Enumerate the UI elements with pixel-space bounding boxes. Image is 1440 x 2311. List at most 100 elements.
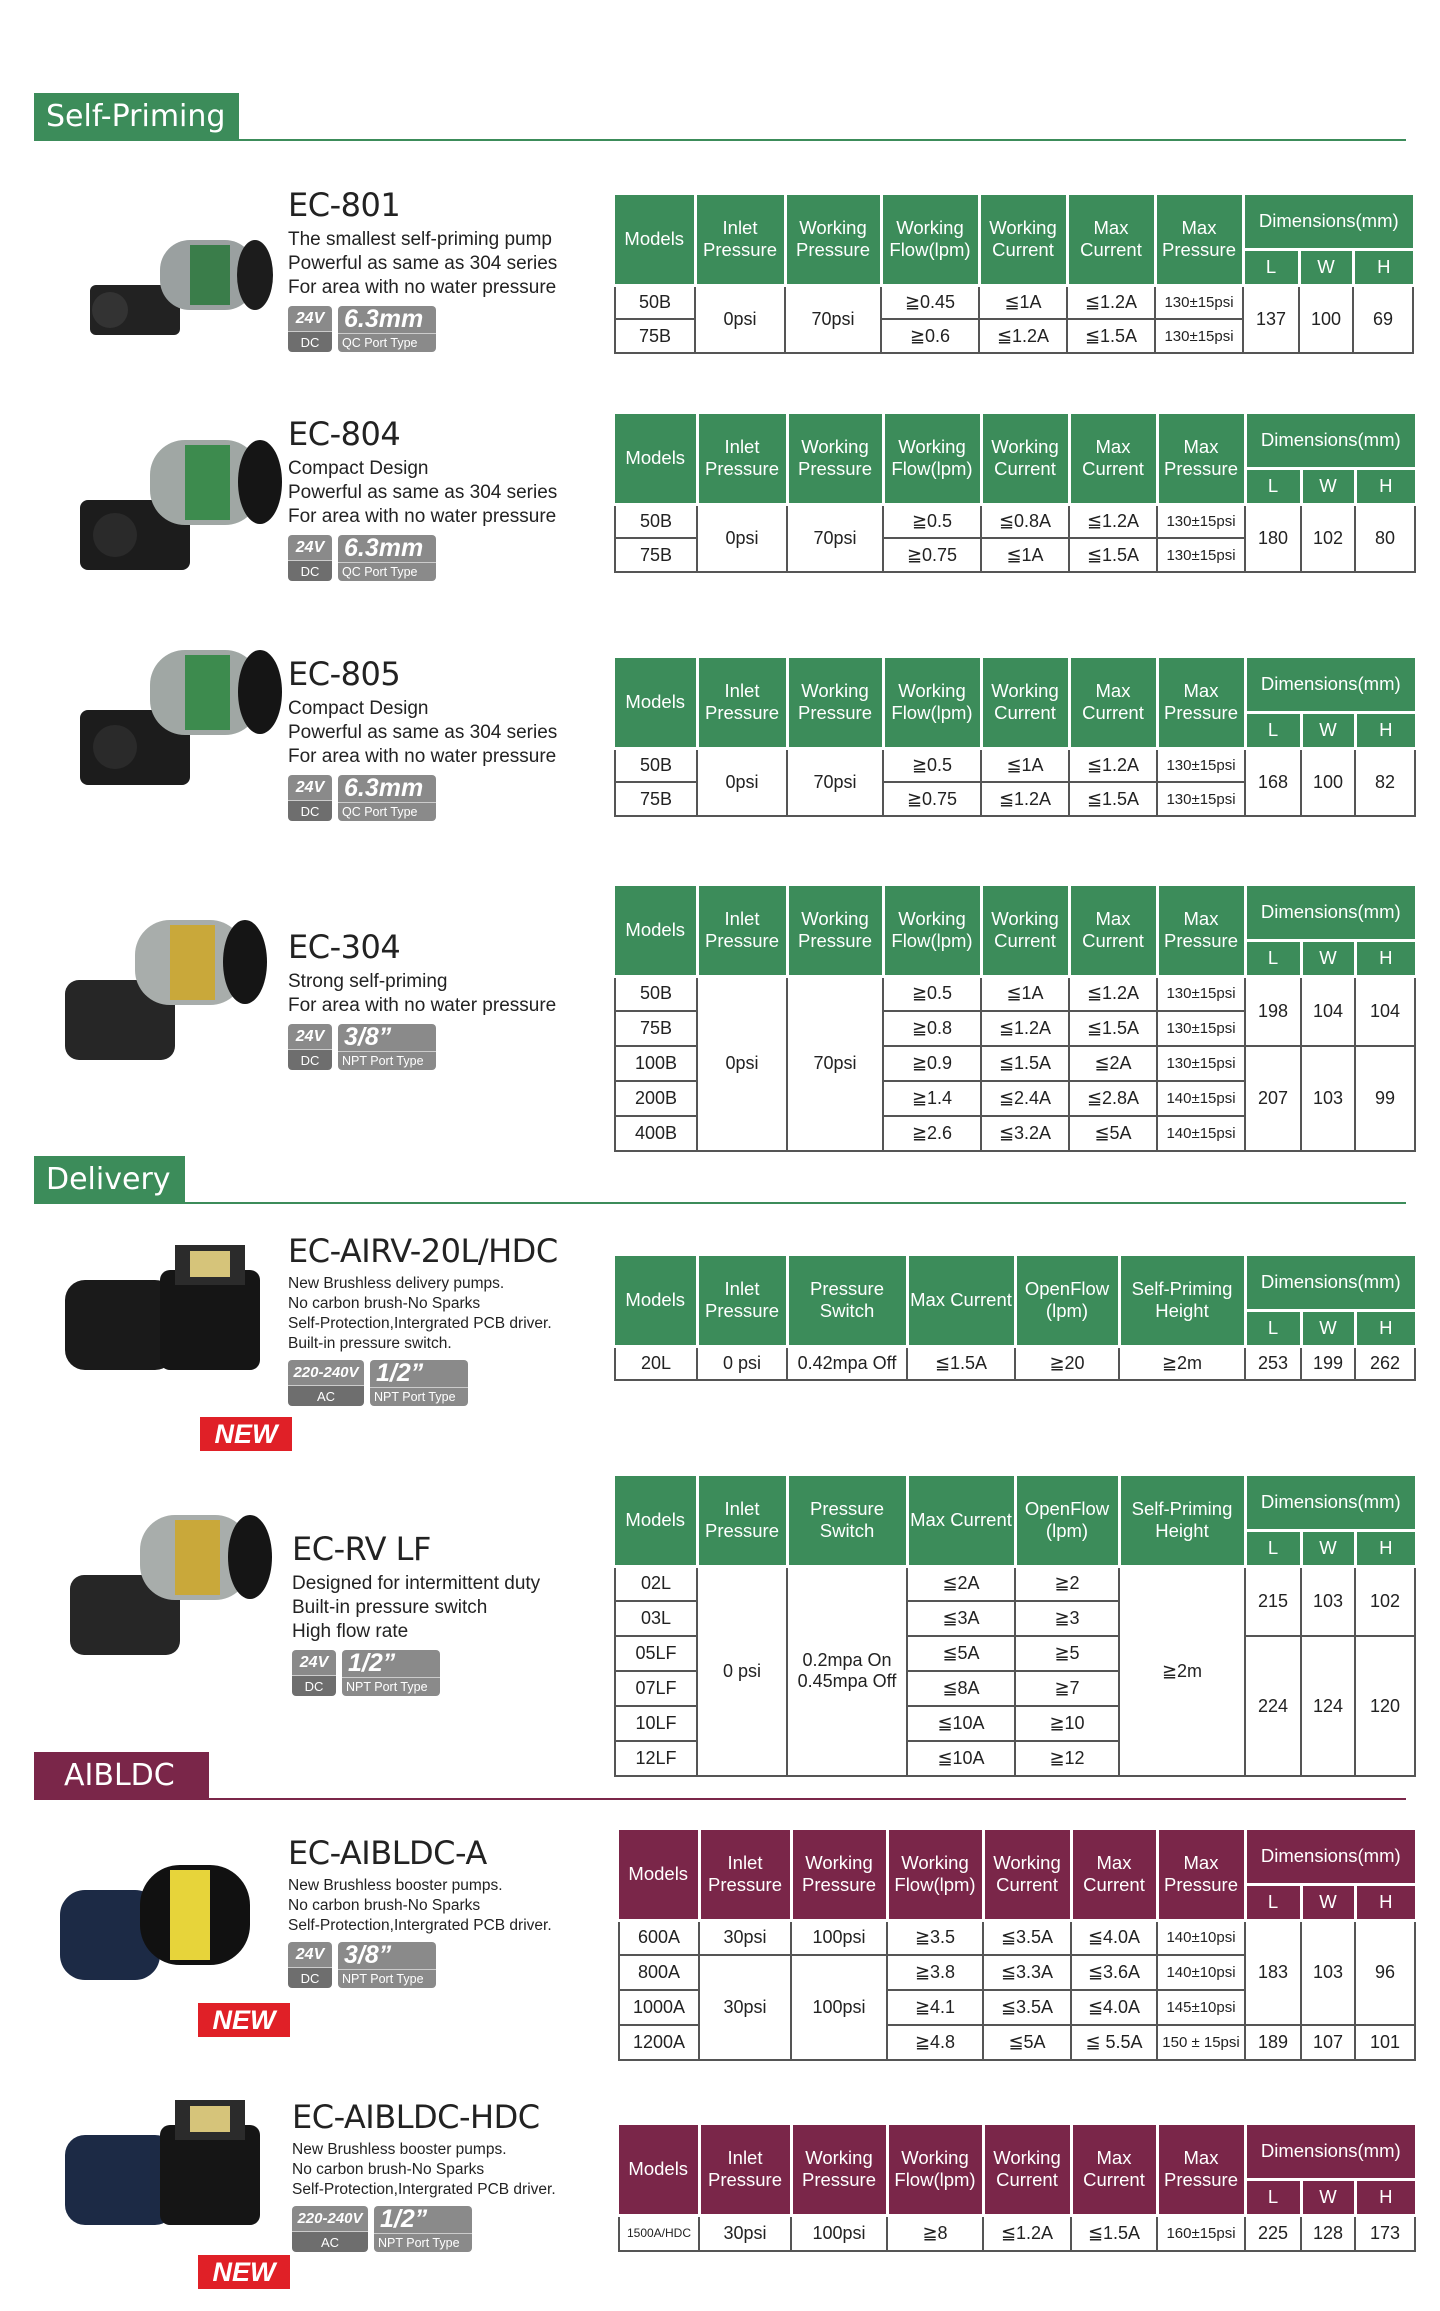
column-header: L [1245,1310,1303,1348]
table-cell: ≦3.5A [982,1919,1072,1956]
column-header: Models [615,414,699,506]
column-header: Inlet Pressure [697,1476,789,1568]
table-cell: 75B [614,1010,698,1047]
table-cell: ≦10A [906,1740,1016,1777]
column-header: Dimensions(mm) [1245,886,1416,942]
table-cell: 1000A [618,1989,700,2026]
table-cell: ≦2A [906,1565,1016,1602]
pump-image-ec-804 [80,440,282,570]
column-header: Working Current [979,195,1069,287]
column-header: Inlet Pressure [699,1830,793,1922]
column-header: Dimensions(mm) [1245,658,1416,714]
table-cell: 130±15psi [1156,1045,1246,1082]
table-cell: 140±15psi [1156,1080,1246,1117]
column-header: Working Pressure [787,414,885,506]
column-header: W [1301,940,1357,978]
table-cell: 130±15psi [1156,537,1246,573]
column-header: Max Pressure [1157,1830,1247,1922]
table-cell: 130±15psi [1154,284,1244,320]
port-badge: 1/2”NPT Port Type [342,1650,440,1696]
table-cell: 207 [1244,1045,1302,1152]
column-header: H [1355,712,1416,750]
table-cell: ≦1.5A [1068,1010,1158,1047]
column-header: Inlet Pressure [697,658,789,750]
column-header: Models [615,1476,699,1568]
table-cell: 0psi [696,503,788,573]
product-name: EC-804 [288,415,401,453]
port-badge: 1/2”NPT Port Type [374,2206,472,2252]
table-cell: ≦1A [978,284,1068,320]
table-cell: 50B [614,975,698,1012]
table-cell: 104 [1300,975,1356,1047]
table-cell: 0 psi [696,1345,788,1381]
table-cell: 0psi [696,747,788,817]
table-cell: ≦0.8A [980,503,1070,539]
column-header: Models [615,886,699,978]
table-cell: 12LF [614,1740,698,1777]
table-cell: ≧7 [1014,1670,1120,1707]
table-cell: 75B [614,318,696,354]
table-cell: 107 [1300,2024,1356,2061]
table-cell: ≦1.2A [980,1010,1070,1047]
table-cell: ≧12 [1014,1740,1120,1777]
table-cell: ≦1.5A [1070,2214,1158,2252]
section-title-aibldc: AIBLDC [34,1752,209,1800]
table-cell: 104 [1353,975,1417,1047]
column-header: Dimensions(mm) [1243,195,1414,251]
table-cell: 120 [1353,1635,1417,1777]
column-header: Working Current [981,414,1071,506]
table-cell: 100psi [790,1919,888,1956]
table-cell: 0psi [696,975,788,1152]
column-header: L [1245,712,1303,750]
column-header: Models [615,195,697,287]
table-cell: ≧2.6 [882,1115,982,1152]
product-description: New Brushless booster pumps.No carbon br… [288,1877,552,1934]
table-cell: 130±15psi [1156,747,1246,783]
table-cell: 145±10psi [1156,1989,1246,2026]
column-header: Pressure Switch [787,1476,909,1568]
column-header: L [1245,468,1303,506]
table-cell: ≧2 [1014,1565,1120,1602]
column-header: H [1355,1310,1416,1348]
table-cell: ≧0.5 [882,747,982,783]
product-info-ec-airv-20l-hdc: EC-AIRV-20L/HDC New Brushless delivery p… [288,1232,628,1406]
table-cell: 800A [618,1954,700,1991]
table-cell: 130±15psi [1156,503,1246,539]
table-cell: ≦3.2A [980,1115,1070,1152]
table-cell: ≦1.5A [1068,781,1158,817]
table-cell: 200B [614,1080,698,1117]
table-cell: 0.42mpa Off [786,1345,908,1381]
table-cell: ≧3.5 [886,1919,984,1956]
table-cell: ≦10A [906,1705,1016,1742]
table-cell: ≦1.2A [1068,503,1158,539]
pump-image-ec-805 [80,650,282,785]
column-header: Dimensions(mm) [1245,1256,1416,1312]
column-header: W [1301,1530,1357,1568]
table-cell: 99 [1353,1045,1417,1152]
pump-image-ec-airv-20l-hdc [65,1245,260,1370]
table-cell: 103 [1300,1565,1356,1637]
table-cell: ≦1A [980,975,1070,1012]
table-cell: 100B [614,1045,698,1082]
column-header: Dimensions(mm) [1245,414,1416,470]
table-cell: 80 [1353,503,1417,573]
column-header: Working Flow(lpm) [887,1830,985,1922]
table-cell: 100psi [790,2214,888,2252]
